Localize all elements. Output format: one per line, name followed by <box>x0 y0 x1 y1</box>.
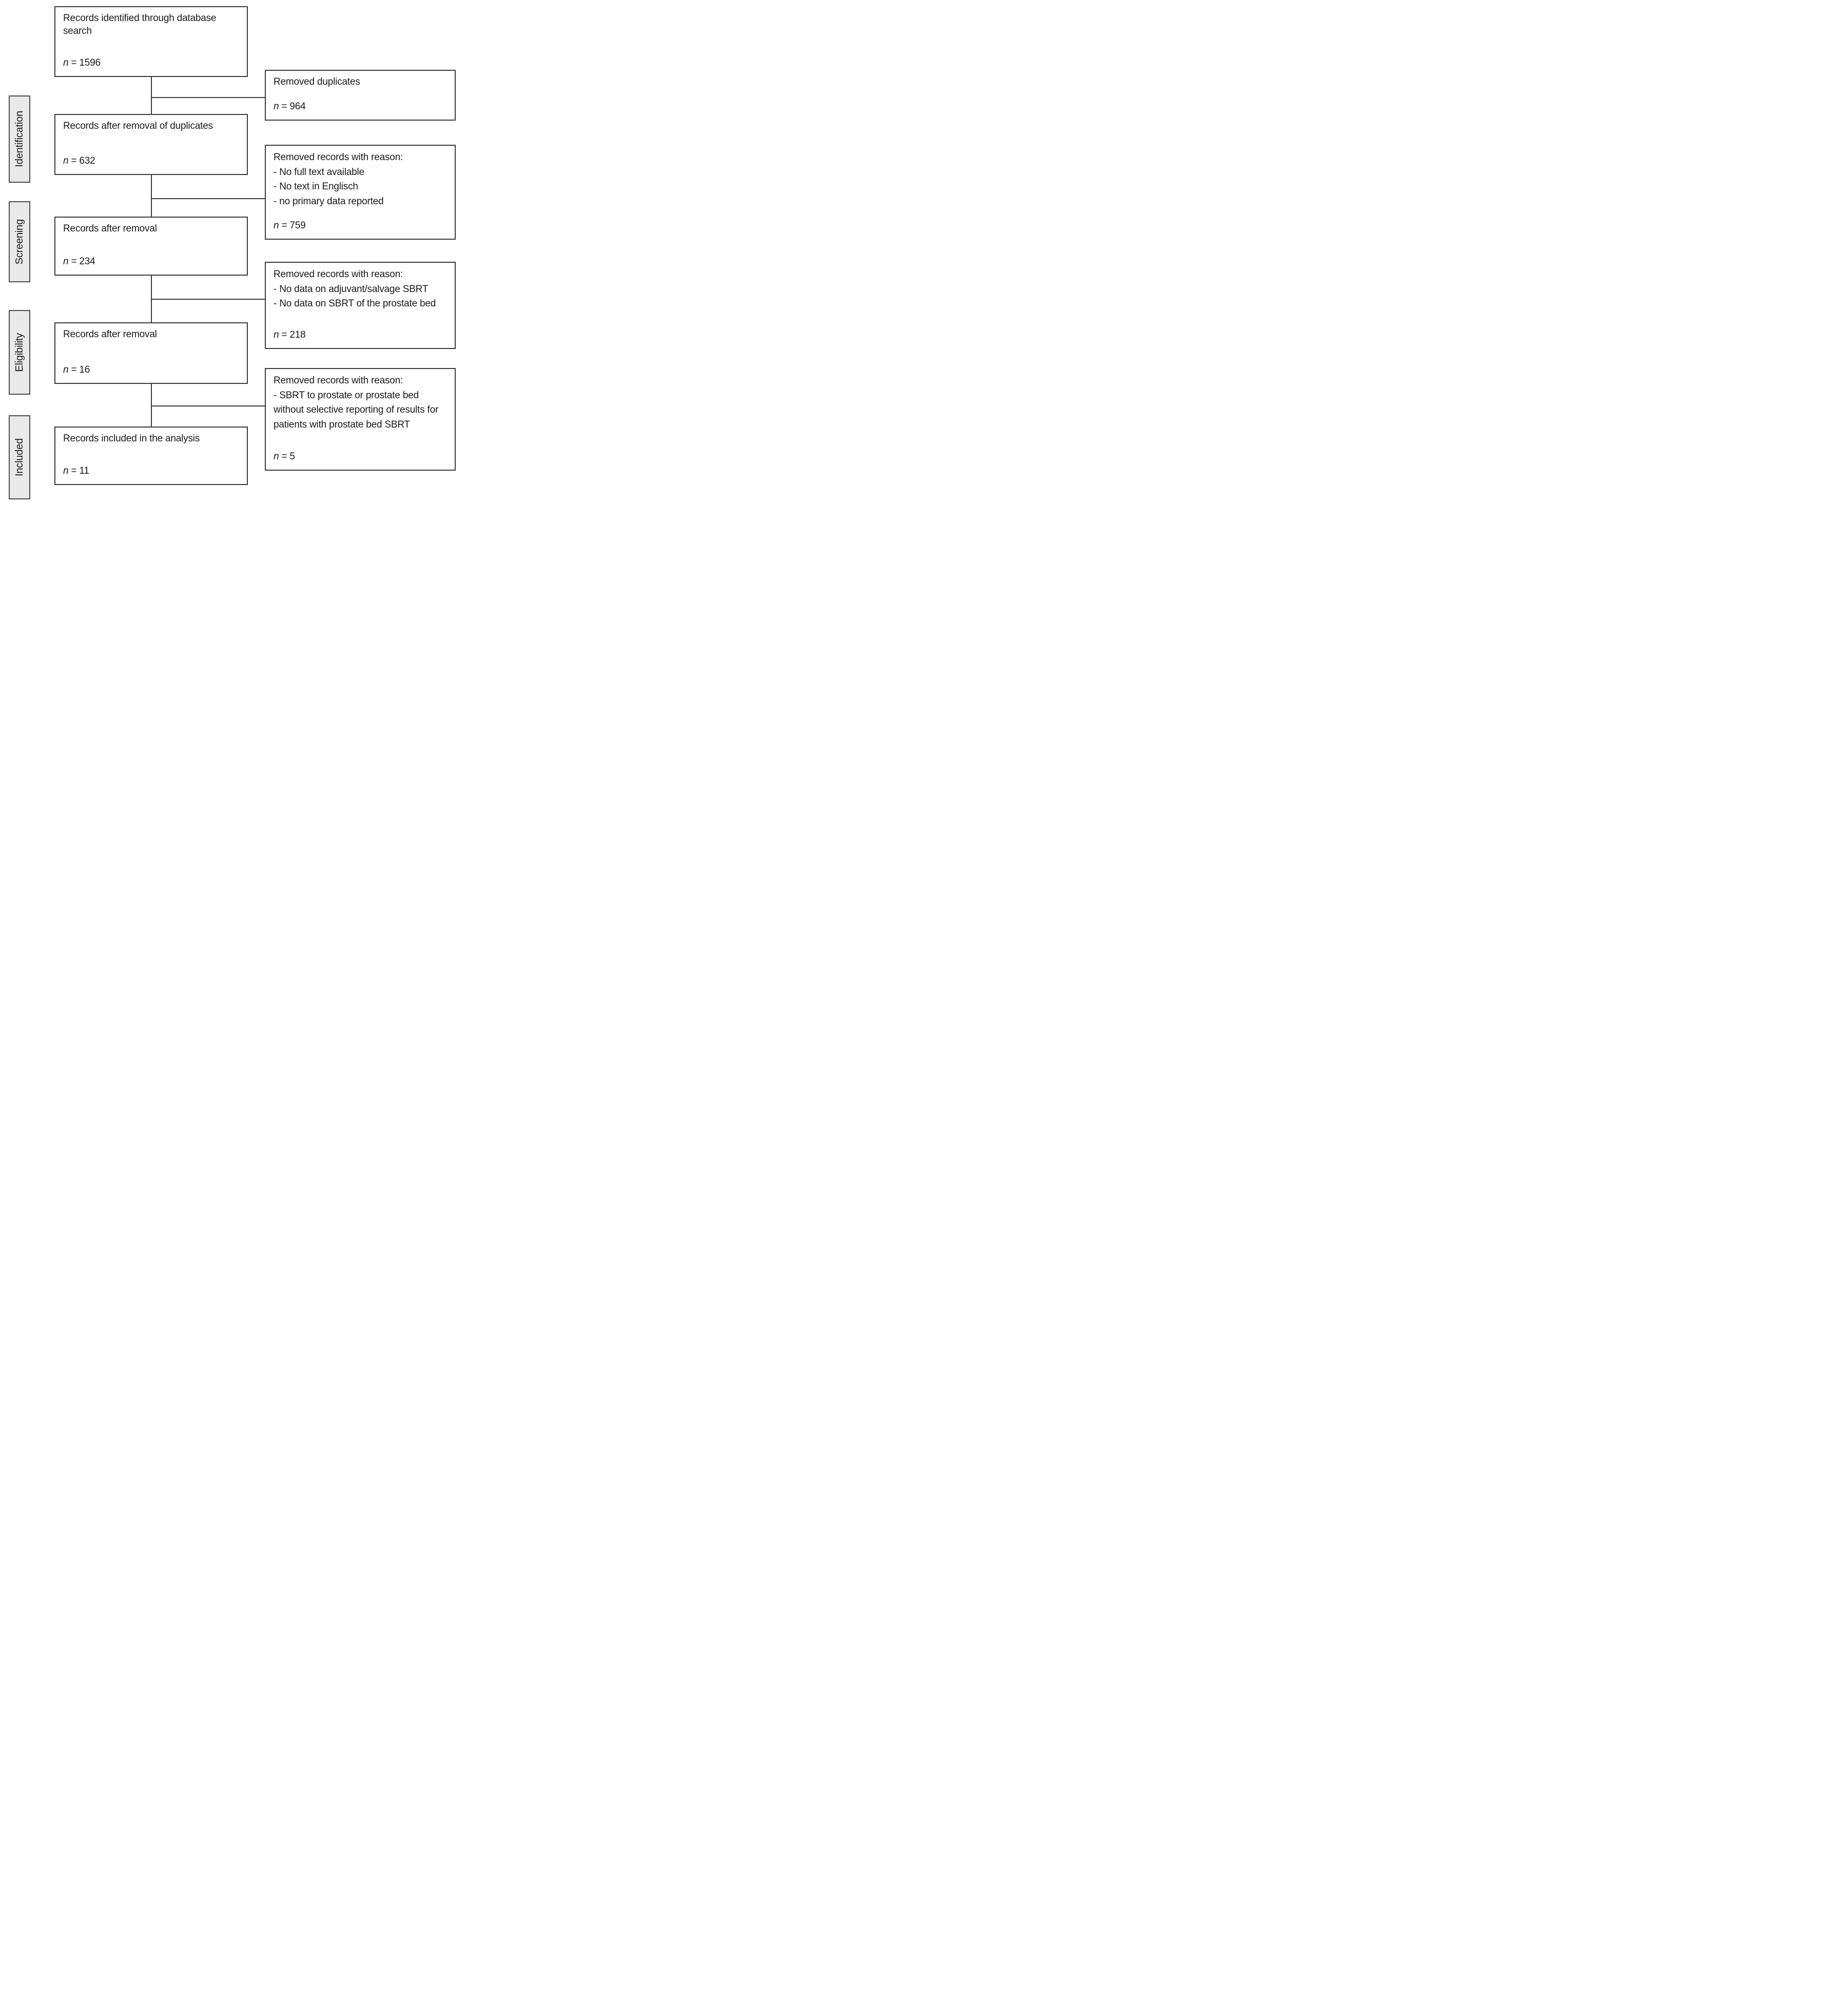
box-removed-eligibility-reason: - No data on SBRT of the prostate bed <box>274 298 436 309</box>
box-removed-included-step: Removed records with reason: - SBRT to p… <box>265 368 456 471</box>
box-after-duplicate-removal-title: Records after removal of duplicates <box>63 121 213 131</box>
connector-branch-3 <box>151 299 265 300</box>
box-included-in-analysis-count: n = 11 <box>63 465 89 476</box>
box-removed-duplicates-title: Removed duplicates <box>274 76 360 87</box>
box-removed-included-step-count: n = 5 <box>274 451 295 462</box>
box-after-removal-eligibility-count: n = 16 <box>63 364 90 375</box>
box-removed-duplicates-count: n = 964 <box>274 101 306 112</box>
prisma-flow-diagram: Identification Screening Eligibility Inc… <box>0 0 462 503</box>
box-removed-screening: Removed records with reason: - No full t… <box>265 145 456 240</box>
connector-branch-1 <box>151 97 265 98</box>
stage-screening: Screening <box>9 201 30 282</box>
box-removed-screening-count: n = 759 <box>274 220 306 231</box>
box-removed-screening-reason: - No text in Englisch <box>274 181 358 192</box>
connector-vertical-2 <box>151 175 152 218</box>
box-after-removal-screening-count: n = 234 <box>63 256 95 267</box>
box-after-duplicate-removal: Records after removal of duplicates n = … <box>54 114 248 175</box>
box-removed-included-step-title: Removed records with reason: <box>274 375 403 386</box>
connector-branch-2 <box>151 198 265 199</box>
box-removed-eligibility-title: Removed records with reason: <box>274 269 403 280</box>
connector-branch-4 <box>151 405 265 407</box>
box-removed-duplicates: Removed duplicates n = 964 <box>265 70 456 121</box>
box-after-removal-eligibility-title: Records after removal <box>63 329 157 340</box>
box-removed-screening-reason: - no primary data reported <box>274 196 384 207</box>
box-removed-eligibility-text: Removed records with reason: - No data o… <box>274 267 447 312</box>
box-removed-eligibility-reason: - No data on adjuvant/salvage SBRT <box>274 283 429 295</box>
box-after-removal-screening: Records after removal n = 234 <box>54 217 248 276</box>
box-records-identified-title: Records identified through database sear… <box>63 13 217 37</box>
stage-included: Included <box>9 415 30 499</box>
box-records-identified-count: n = 1596 <box>63 57 101 68</box>
stage-identification-label: Identification <box>13 111 25 167</box>
box-after-removal-screening-title: Records after removal <box>63 223 157 234</box>
box-removed-included-step-text: Removed records with reason: - SBRT to p… <box>274 374 447 432</box>
box-included-in-analysis: Records included in the analysis n = 11 <box>54 427 248 485</box>
box-included-in-analysis-title: Records included in the analysis <box>63 433 200 444</box>
box-removed-included-step-reason: - SBRT to prostate or prostate bed witho… <box>274 390 439 430</box>
stage-eligibility: Eligibility <box>9 310 30 395</box>
box-removed-screening-text: Removed records with reason: - No full t… <box>274 150 447 209</box>
box-removed-eligibility-count: n = 218 <box>274 329 306 340</box>
connector-vertical-1 <box>151 77 152 115</box>
stage-included-label: Included <box>13 438 25 476</box>
stage-eligibility-label: Eligibility <box>13 333 25 372</box>
stage-screening-label: Screening <box>13 219 25 265</box>
box-records-identified: Records identified through database sear… <box>54 6 248 77</box>
box-removed-screening-reason: - No full text available <box>274 166 364 178</box>
box-after-removal-eligibility: Records after removal n = 16 <box>54 322 248 384</box>
box-after-duplicate-removal-count: n = 632 <box>63 155 95 166</box>
box-removed-screening-title: Removed records with reason: <box>274 152 403 163</box>
box-removed-eligibility: Removed records with reason: - No data o… <box>265 262 456 349</box>
stage-identification: Identification <box>9 95 30 183</box>
